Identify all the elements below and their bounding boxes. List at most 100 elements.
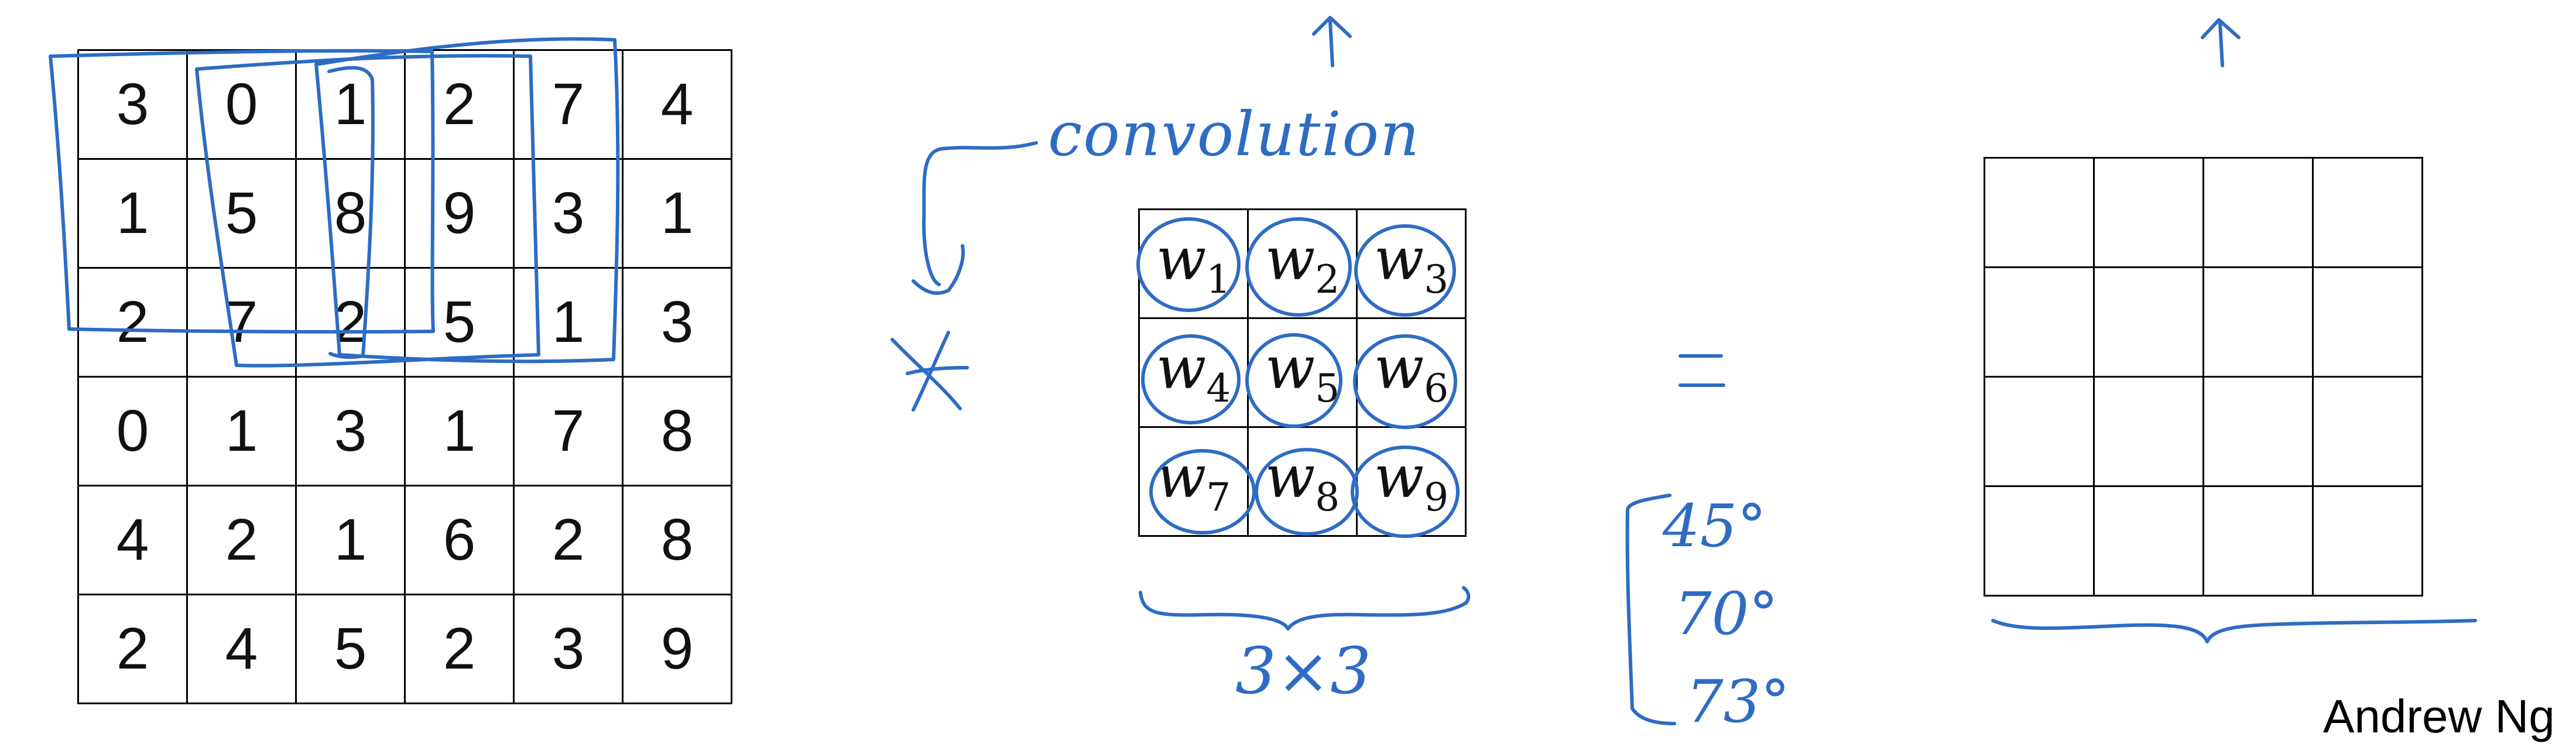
weight-symbol: w [1156, 225, 1207, 294]
input-matrix-cell: 2 [404, 594, 515, 704]
output-matrix-row [1984, 266, 2423, 378]
input-matrix-cell: 1 [77, 158, 188, 269]
output-matrix-cell [2312, 376, 2423, 487]
input-matrix-cell: 2 [77, 594, 188, 704]
output-matrix-body [1984, 157, 2423, 597]
input-matrix-cell: 9 [622, 594, 732, 704]
angle-label-1: 45° [1663, 492, 1767, 560]
up-arrow-right [2201, 18, 2241, 67]
input-matrix-cell: 2 [404, 49, 515, 160]
up-arrow-left [1312, 16, 1352, 67]
weight-subscript: 4 [1206, 366, 1231, 412]
equals-sign [1678, 354, 1725, 387]
input-matrix-cell: 3 [622, 267, 732, 378]
input-matrix-cell: 2 [186, 485, 297, 595]
output-matrix-cell [2312, 266, 2423, 378]
input-matrix-cell: 6 [404, 485, 515, 595]
input-matrix-cell: 7 [186, 267, 297, 378]
output-matrix-cell [2093, 266, 2204, 378]
window-3-box-inner [327, 66, 375, 359]
weight-subscript: 7 [1206, 475, 1231, 520]
input-matrix-cell: 9 [404, 158, 515, 269]
input-matrix-cell: 0 [77, 376, 188, 486]
weight-symbol: w [1265, 334, 1316, 403]
weight-subscript: 9 [1424, 475, 1449, 520]
output-matrix-cell [2202, 376, 2314, 487]
input-matrix-cell: 3 [513, 158, 624, 269]
convolution-pointer-line [922, 141, 1038, 286]
angle-label-3: 73° [1686, 667, 1790, 736]
weight-circle-9 [1351, 446, 1460, 538]
convolution-pointer-head [912, 244, 965, 295]
weight-symbol: w [1373, 225, 1424, 294]
weight-symbol: w [1265, 225, 1316, 294]
input-matrix-cell: 7 [513, 376, 624, 486]
output-matrix-cell [2202, 266, 2314, 378]
input-matrix-cell: 4 [186, 594, 297, 704]
input-matrix-cell: 3 [513, 594, 624, 704]
output-matrix-cell [1984, 485, 2095, 597]
weight-symbol: w [1265, 443, 1316, 512]
weight-circle-7 [1149, 449, 1256, 534]
input-matrix-cell: 1 [622, 158, 732, 269]
input-matrix-cell: 2 [77, 267, 188, 378]
weight-symbol: w [1156, 334, 1207, 403]
output-matrix-row [1984, 485, 2423, 597]
input-matrix-cell: 4 [77, 485, 188, 595]
window-3-box [314, 37, 620, 364]
filter-size-brace [1139, 586, 1471, 631]
filter-weight-cell: w3 [1356, 208, 1467, 319]
input-matrix-cell: 3 [77, 49, 188, 160]
input-matrix-cell: 4 [622, 49, 732, 160]
input-matrix-cell: 5 [295, 594, 406, 704]
filter-weight-cell: w7 [1138, 426, 1249, 537]
output-matrix-cell [2312, 485, 2423, 597]
input-matrix-cell: 1 [186, 376, 297, 486]
output-matrix [1984, 157, 2423, 597]
output-matrix-cell [1984, 376, 2095, 487]
output-matrix-cell [2093, 485, 2204, 597]
output-matrix-row [1984, 157, 2423, 268]
output-matrix-cell [2093, 376, 2204, 487]
input-matrix-cell: 1 [295, 485, 406, 595]
filter-weight-cell: w1 [1138, 208, 1249, 319]
input-matrix-cell: 1 [295, 49, 406, 160]
output-matrix-cell [2312, 157, 2423, 268]
weight-circle-1 [1136, 217, 1241, 312]
input-matrix-cell: 8 [622, 485, 732, 595]
angles-bracket [1625, 494, 1676, 725]
output-matrix-cell [1984, 157, 2095, 268]
filter-weight-cell: w9 [1356, 426, 1467, 537]
output-matrix-cell [2202, 485, 2314, 597]
input-matrix-cell: 8 [295, 158, 406, 269]
filter-size-label: 3×3 [1235, 633, 1372, 708]
weight-circle-2 [1245, 217, 1352, 317]
weight-subscript: 6 [1424, 366, 1449, 412]
angle-label-2: 70° [1674, 580, 1779, 648]
output-matrix-cell [1984, 266, 2095, 378]
output-size-brace [1991, 619, 2477, 643]
weight-circle-3 [1354, 224, 1456, 317]
input-matrix-cell: 5 [186, 158, 297, 269]
input-matrix-cell: 8 [622, 376, 732, 486]
weight-circle-8 [1255, 448, 1359, 536]
weight-circle-5 [1245, 333, 1342, 428]
filter-weight-cell: w8 [1247, 426, 1358, 537]
weight-subscript: 2 [1315, 257, 1340, 303]
weight-subscript: 8 [1315, 475, 1340, 520]
filter-weight-cell: w2 [1247, 208, 1358, 319]
output-matrix-cell [2202, 157, 2314, 268]
window-1-box [49, 49, 435, 334]
author-credit: Andrew Ng [2323, 690, 2555, 742]
input-matrix-cell: 3 [295, 376, 406, 486]
weight-symbol: w [1373, 443, 1424, 512]
weight-symbol: w [1373, 334, 1424, 403]
